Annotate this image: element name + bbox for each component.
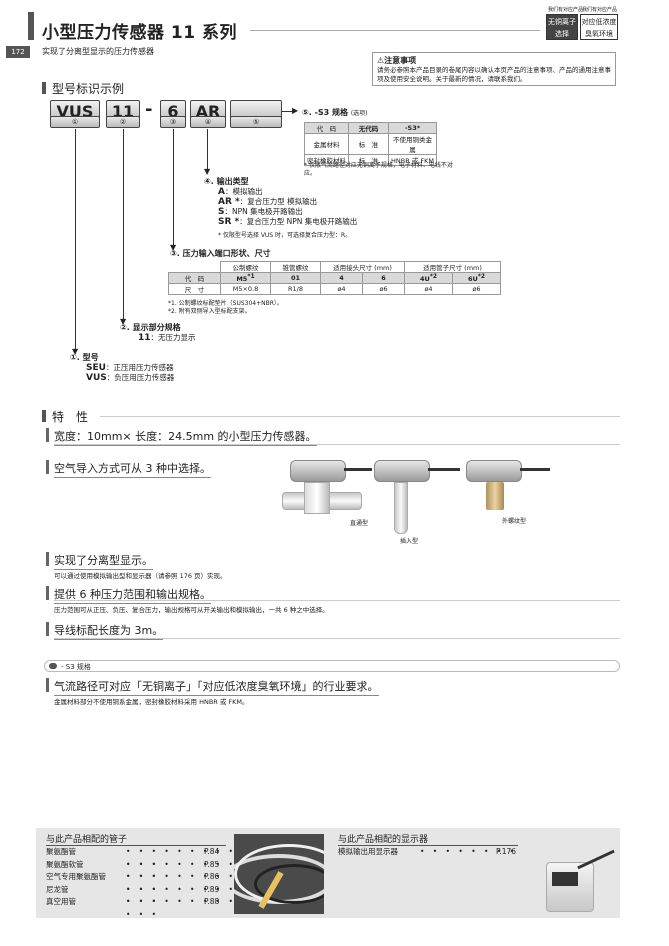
leader-line-2 [123,129,124,321]
sensor-male-thread-image [462,460,552,530]
port-note-2: *2. 附有双侧导入型标配支架。 [168,308,251,315]
feature-ranges: 提供 6 种压力范围和输出规格。 [54,586,211,604]
notes-title: ⚠注意事项 [377,56,417,65]
feature-rule [54,600,620,601]
display-item: 11：无压力显示 [138,333,196,343]
badge-ozone: 对应低浓度 臭氧环境 [580,14,618,40]
output-item: A：模拟输出 [218,187,263,197]
tubes-title: 与此产品相配的管子 [46,832,226,846]
section-bar [42,82,46,94]
type-label: ①. 型号 [70,353,99,362]
model-num-4: ④ [190,116,226,128]
output-item: AR *：复合压力型 模拟输出 [218,197,318,207]
tube-link-nylon[interactable]: 尼龙管• • • • • • • • • • • •P.89 [46,884,236,907]
caption-male-thread: 外螺纹型 [502,518,527,525]
model-num-2: ② [106,116,140,128]
badge-caption-2: 我们有对应产品 [582,7,618,13]
tube-link-air-polyurethane[interactable]: 空气专用聚氨酯管• • • • • • • • • • • •P.86 [46,872,236,894]
badge-caption-1: 我们有对应产品 [548,7,584,13]
feature-bar [46,586,49,600]
tubes-image [234,834,324,914]
leader-line-1 [75,129,76,351]
feature-air-inlet: 空气导入方式可从 3 种中选择。 [54,460,211,478]
caption-straight: 直通型 [350,520,369,527]
title-bar [28,12,34,40]
tube-link-vacuum[interactable]: 真空用管• • • • • • • • • • • •P.88 [46,897,236,919]
arrow-2: ▼ [120,317,127,326]
page-title: 小型压力传感器 11 系列 [42,23,237,43]
sensor-straight-image [282,460,372,540]
s3-spec-bar: - S3 规格 [44,660,620,672]
display-label: ②. 显示部分规格 [120,323,181,332]
notes-text: 请务必参照本产品目录的卷尾内容以确认本页产品的注意事项、产品的通用注意事项及使用… [377,66,611,83]
feature-cable-length: 导线标配长度为 3m。 [54,622,164,640]
port-label: ③. 压力输入端口形状、尺寸 [170,249,271,258]
sensor-insert-image [372,460,462,544]
s3-spec-label: - S3 规格 [61,663,91,671]
tubes-list: 聚氨酯管• • • • • • • • • • • •P.84 聚氨酯软管• •… [46,846,236,919]
output-label: ④. 输出类型 [204,177,249,186]
feature-note: 可以通过使用模拟输出型和显示器（请参照 176 页）实现。 [54,572,227,580]
arrow-4: ▼ [204,167,211,176]
page-subtitle: 实现了分离型显示的压力传感器 [42,47,154,56]
s3-table: 代 码 无代码 -S3* 金属材料 标 准 不使用铜类金属 密封橡胶材料 标 准… [304,122,437,166]
model-num-3: ③ [160,116,186,128]
badge-copper-free: 无铜离子 选择 [546,14,578,40]
leader-line-3 [173,129,174,247]
feature-bar [46,678,49,692]
output-note: * 仅限型号选择 VUS 时，可选择复合压力型：R。 [218,232,352,239]
type-list: SEU：正压用压力传感器 VUS：负压用压力传感器 [86,363,174,383]
output-item: S：NPN 集电极开路输出 [218,207,303,217]
model-dash: - [145,99,153,120]
s3-spec-title: 气流路径可对应「无铜离子」「对应低浓度臭氧环境」的行业要求。 [54,678,379,696]
leader-line-5 [282,111,296,112]
feature-rule [54,444,620,445]
leader-line-4 [207,129,208,171]
feature-rule [54,638,620,639]
s3-spec-note: 金属材料部分不使用铜系金属，密封橡胶材料采用 HNBR 或 FKM。 [54,698,249,706]
s3-label: ⑤. -S3 规格 (选项) [302,108,368,117]
display-link-analog[interactable]: 模拟输出用显示器• • • • • • • •P.176 [338,847,518,856]
features-rule [100,416,620,417]
notes-box: ⚠注意事项 请务必参照本产品目录的卷尾内容以确认本页产品的注意事项、产品的通用注… [372,52,616,86]
page-number: 172 [6,46,30,58]
feature-bar [46,428,49,442]
arrow-5: ▶ [292,106,299,115]
model-num-5: ⑤ [230,116,282,128]
output-item: SR *：复合压力型 NPN 集电极开路输出 [218,217,358,227]
feature-note: 压力范围可从正压、负压、复合压力，输出规格可从开关输出和模拟输出，一共 6 种之… [54,606,329,614]
section-bar [42,410,46,422]
caption-insert: 插入型 [400,538,419,545]
related-products-panel [36,828,620,918]
features-heading: 特 性 [52,410,89,424]
type-item: SEU：正压用压力传感器 [86,363,174,373]
title-rule [250,30,540,31]
tube-link-polyurethane[interactable]: 聚氨酯管• • • • • • • • • • • •P.84 [46,847,236,869]
arrow-1: ▼ [72,347,79,356]
display-image [536,836,618,916]
arrow-3: ▼ [170,243,177,252]
port-note-1: *1. 公制螺纹标配垫片（SUS304+NBR）。 [168,300,283,307]
model-num-1: ① [50,116,100,128]
feature-bar [46,552,49,566]
s3-dot-icon [49,663,57,669]
feature-bar [46,622,49,636]
output-list: A：模拟输出 AR *：复合压力型 模拟输出 S：NPN 集电极开路输出 SR … [218,187,357,227]
tube-link-soft-polyurethane[interactable]: 聚氨酯软管• • • • • • • • • • • •P.85 [46,859,236,882]
displays-title: 与此产品相配的显示器 [338,832,518,846]
feature-separate-display: 实现了分离型显示。 [54,552,153,570]
feature-size: 宽度：10mm× 长度：24.5mm 的小型压力传感器。 [54,428,317,446]
s3-note: * 仅限气流路径对应无铜离子规格，电子材料、电线不对应。 [304,162,453,177]
type-item: VUS：负压用压力传感器 [86,373,175,383]
model-heading: 型号标识示例 [52,82,125,96]
port-table: 公制螺纹 锥管螺纹 适用接头尺寸 (mm) 适用管子尺寸 (mm) 代 码 M5… [168,261,501,296]
feature-bar [46,460,49,474]
